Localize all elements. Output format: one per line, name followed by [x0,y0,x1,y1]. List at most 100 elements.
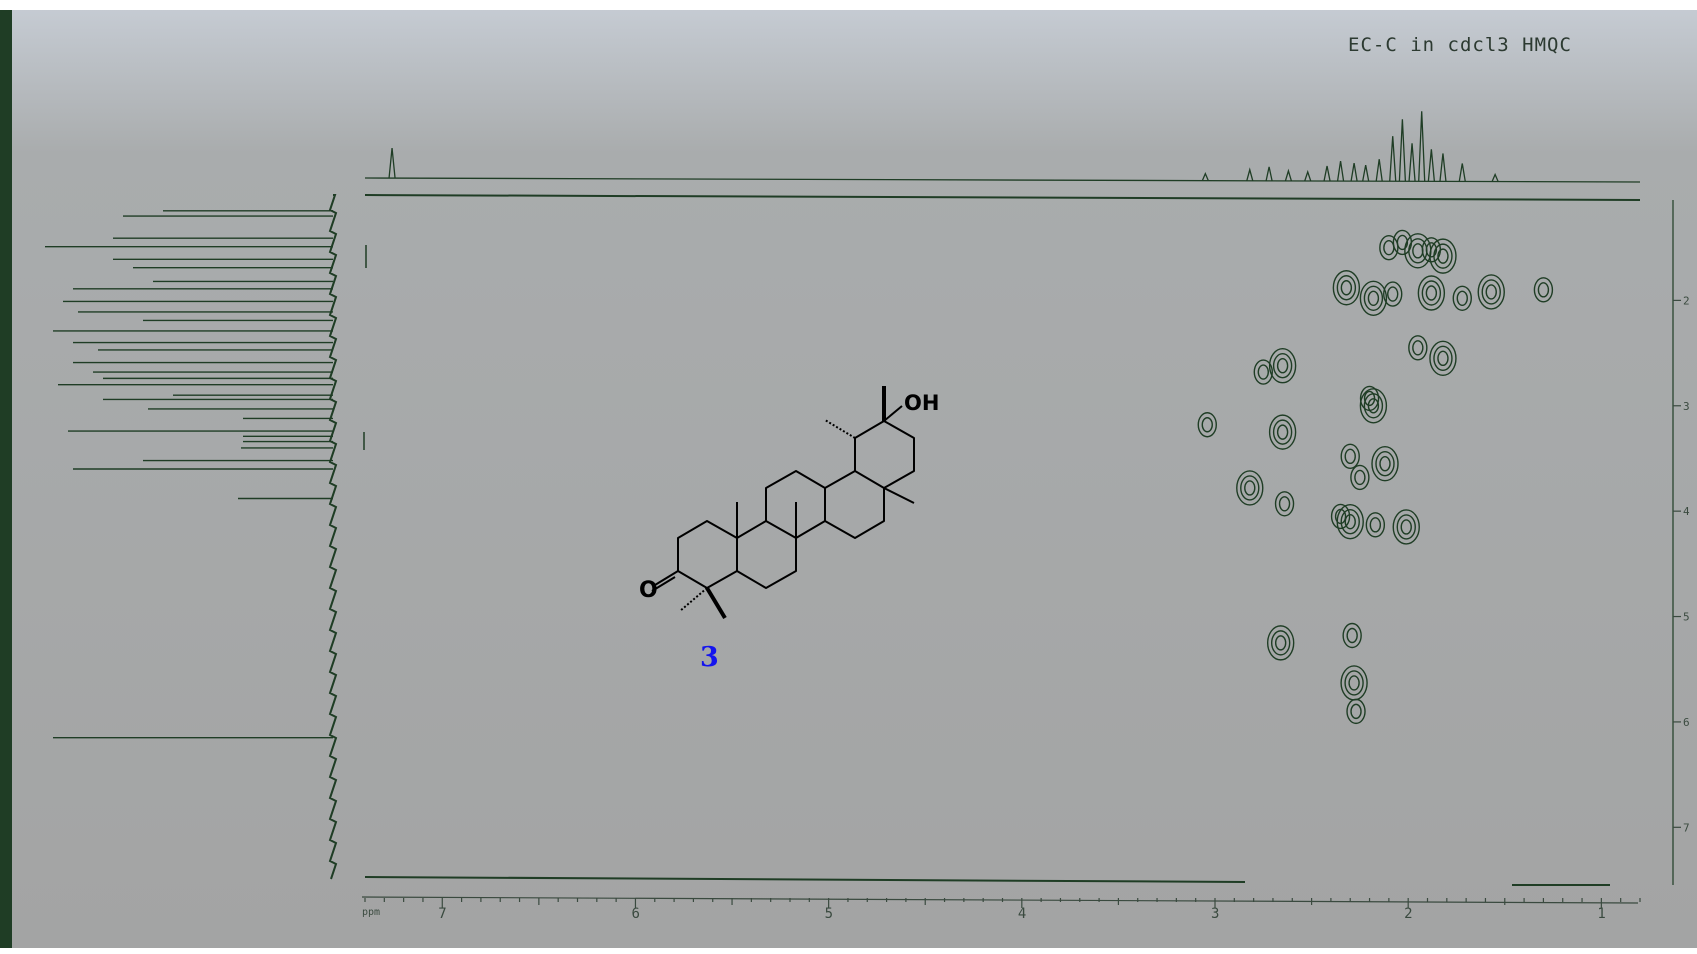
contour-ring [1387,286,1399,302]
f2-peak [1284,168,1293,182]
hydroxyl-label: OH [904,391,939,415]
y-tick-label: 5 [1683,611,1690,624]
f2-peak [1398,119,1407,182]
f2-peak [1427,149,1436,182]
contour-ring [1425,242,1438,258]
contour-ring [1201,417,1213,433]
f2-projection [364,111,1641,183]
contour-ring [1437,248,1449,264]
scan-dark-edge [0,10,12,954]
contour-ring [1272,419,1293,445]
methyl-bond-c19-hash [824,419,856,439]
contour-ring [1379,234,1399,261]
carbonyl-bond-double [651,576,676,592]
ring-a [677,520,738,589]
f2-peak [1362,165,1370,182]
contour-ring [1396,514,1416,540]
contour-ring [1274,635,1287,651]
contour-ring [1240,475,1260,501]
y-tick-label: 6 [1683,716,1690,729]
f2-peak [1389,136,1397,182]
cross-peak [1266,625,1295,661]
contour-ring [1425,285,1438,301]
cross-peak [1533,277,1554,303]
contour-ring [1346,627,1358,644]
f2-peak [1265,166,1273,181]
methyl-bond-c17 [883,487,915,504]
x-tick-label: 5 [825,906,833,922]
y-axis [1673,299,1681,828]
ring-e [854,420,915,489]
contour-ring [1537,282,1550,298]
ring-b [736,520,797,589]
x-axis [361,896,1641,908]
methyl-bond-c4-wedge [705,586,727,620]
contour-ring [1257,364,1269,380]
cross-peak [1429,340,1457,377]
hydroxyl-bond [883,405,903,422]
contour-ring [1433,243,1453,269]
cross-peak [1379,234,1399,261]
methyl-bond-c4-hash [679,587,708,612]
x-tick-label: 3 [1211,906,1219,922]
contour-ring [1392,509,1420,545]
contour-ring [1268,348,1297,384]
cross-peak [1274,491,1295,517]
ring-c [765,470,826,539]
contour-ring [1276,358,1289,374]
contour-ring [1456,290,1468,306]
y-tick-label: 3 [1683,400,1690,413]
cross-peak [1268,414,1297,450]
contour-ring [1197,412,1217,438]
contour-ring [1363,393,1384,419]
contour-ring [1367,290,1380,306]
f2-peak [388,148,396,179]
contour-ring [1344,448,1356,465]
contour-ring [1412,340,1424,356]
cross-peak [1359,388,1388,424]
cross-peak [1268,348,1297,384]
contour-ring [1485,284,1497,300]
contour-ring [1363,285,1384,311]
contour-ring [1340,443,1360,470]
f1-baseline-noise [328,194,338,880]
contour-ring [1367,398,1380,414]
f2-peak [1350,162,1358,182]
f2-peak [1246,167,1254,181]
cross-peak [1392,509,1420,545]
contour-ring [1274,491,1295,517]
contour-ring [1276,424,1289,440]
cross-peak [1197,412,1217,438]
y-tick-label: 4 [1683,505,1690,518]
contour-ring [1330,503,1351,530]
contour-ring [1348,675,1360,691]
ring-d [824,470,885,539]
cross-peak [1340,443,1360,470]
cross-peak [1346,698,1366,725]
experiment-title: EC-C in cdcl3 HMQC [1348,34,1572,56]
f2-baseline [364,177,1641,183]
scan-bottom-margin [0,948,1697,954]
cross-peak [1359,280,1388,316]
contour-ring [1350,464,1370,491]
contour-ring [1344,513,1356,530]
contour-ring [1336,275,1357,301]
contour-ring [1383,239,1395,256]
f2-peak [1408,143,1416,182]
cross-peak [1383,281,1403,307]
carbonyl-oxygen-label: O [639,578,658,603]
f1-projection [45,194,338,880]
cross-peak [1350,464,1370,491]
contour-ring [1354,469,1366,486]
contour-ring [1270,630,1291,656]
contour-ring [1379,456,1391,472]
cross-peak [1365,512,1386,538]
f2-peak [1375,159,1383,182]
contour-ring [1412,243,1424,259]
cross-peak [1330,503,1351,530]
plot-frame [363,194,1674,886]
compound-number-label: 3 [700,642,719,673]
contour-ring [1429,238,1457,274]
